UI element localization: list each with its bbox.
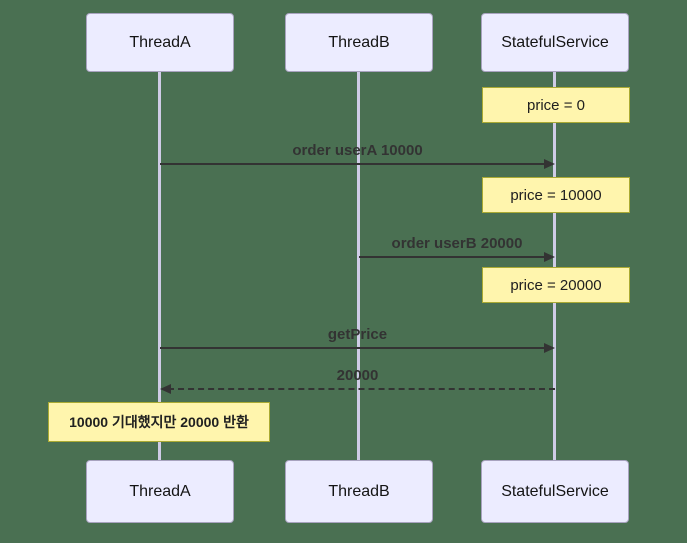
note-price-10000-text: price = 10000 xyxy=(510,186,602,204)
actor-label-statefulservice: StatefulService xyxy=(501,33,609,51)
message-line-getprice xyxy=(160,347,548,349)
note-price-20000-text: price = 20000 xyxy=(510,276,602,294)
message-label-order-userb: order userB 20000 xyxy=(391,235,523,252)
actor-label-threadb: ThreadB xyxy=(328,33,390,51)
note-expected-vs-returned: 10000 기대했지만 20000 반환 xyxy=(48,402,270,442)
actor-label-threadb: ThreadB xyxy=(328,482,390,500)
message-line-order-usera xyxy=(160,163,548,165)
actor-box-bottom-threadb: ThreadB xyxy=(285,460,433,523)
message-line-order-userb xyxy=(359,256,548,258)
actor-label-statefulservice: StatefulService xyxy=(501,482,609,500)
note-price-10000: price = 10000 xyxy=(482,177,630,213)
note-price-20000: price = 20000 xyxy=(482,267,630,303)
actor-box-top-threadb: ThreadB xyxy=(285,13,433,72)
actor-box-bottom-statefulservice: StatefulService xyxy=(481,460,629,523)
arrowhead-right-icon xyxy=(544,343,555,353)
note-price-0-text: price = 0 xyxy=(527,96,585,114)
actor-box-bottom-threada: ThreadA xyxy=(86,460,234,523)
note-expected-vs-returned-text: 10000 기대했지만 20000 반환 xyxy=(69,414,249,430)
message-label-getprice: getPrice xyxy=(327,326,388,343)
message-label-order-usera: order userA 10000 xyxy=(292,142,423,159)
actor-box-top-threada: ThreadA xyxy=(86,13,234,72)
arrowhead-right-icon xyxy=(544,159,555,169)
lifeline-threadb xyxy=(357,72,360,461)
actor-box-top-statefulservice: StatefulService xyxy=(481,13,629,72)
arrowhead-left-icon xyxy=(160,384,171,394)
lifeline-statefulservice xyxy=(553,72,556,461)
actor-label-threada: ThreadA xyxy=(129,33,191,51)
lifeline-threada xyxy=(158,72,161,461)
arrowhead-right-icon xyxy=(544,252,555,262)
actor-label-threada: ThreadA xyxy=(129,482,191,500)
message-line-return-20000 xyxy=(168,388,555,390)
message-label-return-20000: 20000 xyxy=(336,367,379,384)
note-price-0: price = 0 xyxy=(482,87,630,123)
